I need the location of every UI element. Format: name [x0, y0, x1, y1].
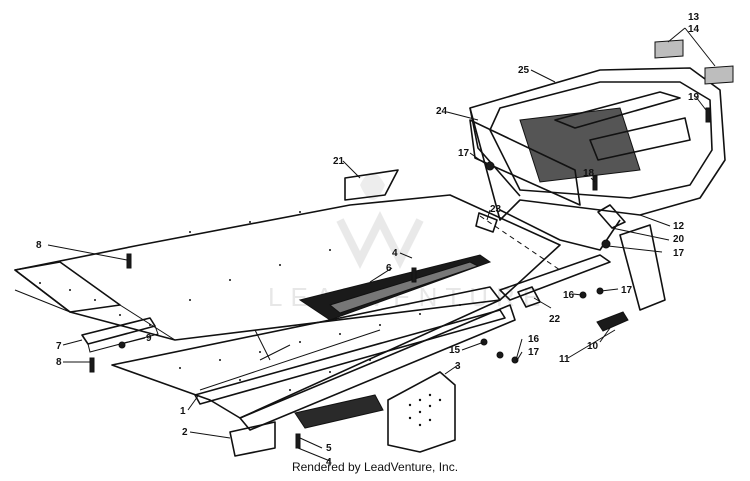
assembly-line — [479, 215, 561, 271]
callout-4b: 4 — [326, 457, 332, 468]
shield-plate-5 — [294, 394, 384, 429]
callout-20: 20 — [673, 234, 685, 245]
callout-1: 1 — [180, 406, 186, 417]
callout-16a: 16 — [563, 290, 575, 301]
fasteners — [89, 107, 711, 449]
triangle-bracket — [344, 169, 399, 201]
callout-9: 9 — [146, 333, 152, 344]
callout-22: 22 — [549, 314, 561, 325]
callout-17c: 17 — [621, 285, 633, 296]
callout-14: 14 — [688, 24, 700, 35]
mud-flap — [469, 119, 581, 206]
callout-17d: 17 — [528, 347, 540, 358]
callout-3: 3 — [455, 361, 461, 372]
callout-25: 25 — [518, 65, 530, 76]
callout-21: 21 — [333, 156, 345, 167]
decal-strip — [298, 254, 492, 321]
callout-2: 2 — [182, 427, 188, 438]
callout-7: 7 — [56, 341, 62, 352]
callout-16b: 16 — [528, 334, 540, 345]
callout-8a: 8 — [36, 240, 42, 251]
callout-17a: 17 — [458, 148, 470, 159]
callout-4a: 4 — [392, 248, 398, 259]
tie-rod — [194, 309, 506, 405]
callout-8b: 8 — [56, 357, 62, 368]
callouts: 13 14 25 19 24 17 18 12 20 17 21 23 8 4 … — [36, 12, 700, 468]
gusset-plate — [387, 371, 456, 453]
callout-13: 13 — [688, 12, 700, 23]
rear-rack — [469, 67, 726, 251]
callout-11: 11 — [559, 354, 570, 365]
callout-19: 19 — [688, 92, 700, 103]
mount-plate — [596, 311, 629, 332]
callout-6: 6 — [386, 263, 392, 274]
callout-24: 24 — [436, 106, 448, 117]
callout-5: 5 — [326, 443, 332, 454]
hood-panel — [14, 194, 561, 341]
callout-12: 12 — [673, 221, 685, 232]
callout-15: 15 — [449, 345, 461, 356]
callout-18: 18 — [583, 168, 595, 179]
hitch-bracket — [597, 204, 666, 311]
tail-lens-13 — [654, 39, 684, 59]
tail-lens-14 — [704, 65, 734, 85]
cross-tube — [499, 254, 611, 301]
shield-plate-2 — [229, 421, 276, 457]
callout-23: 23 — [490, 204, 502, 215]
callout-17b: 17 — [673, 248, 685, 259]
leader-lines — [47, 27, 716, 462]
callout-10: 10 — [587, 341, 599, 352]
footer-credit: Rendered by LeadVenture, Inc. — [291, 460, 459, 474]
